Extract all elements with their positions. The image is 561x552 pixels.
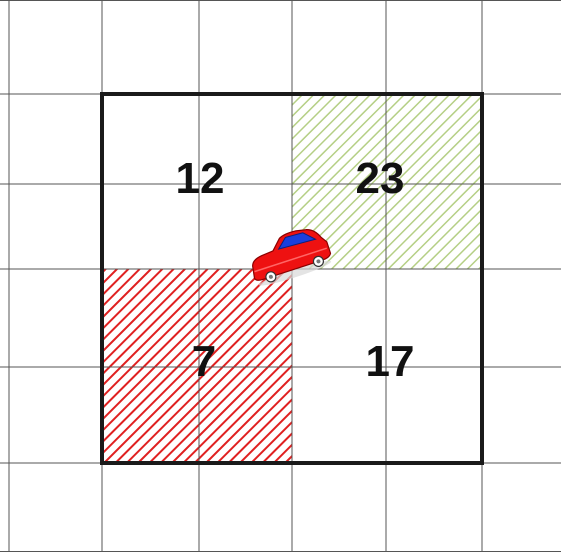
quadrant-label-bottom-right: 17 bbox=[366, 337, 415, 386]
quadrant-label-top-left: 12 bbox=[176, 154, 225, 203]
quadrant-label-bottom-left: 7 bbox=[192, 337, 216, 386]
quadrant-label-top-right: 23 bbox=[356, 154, 405, 203]
